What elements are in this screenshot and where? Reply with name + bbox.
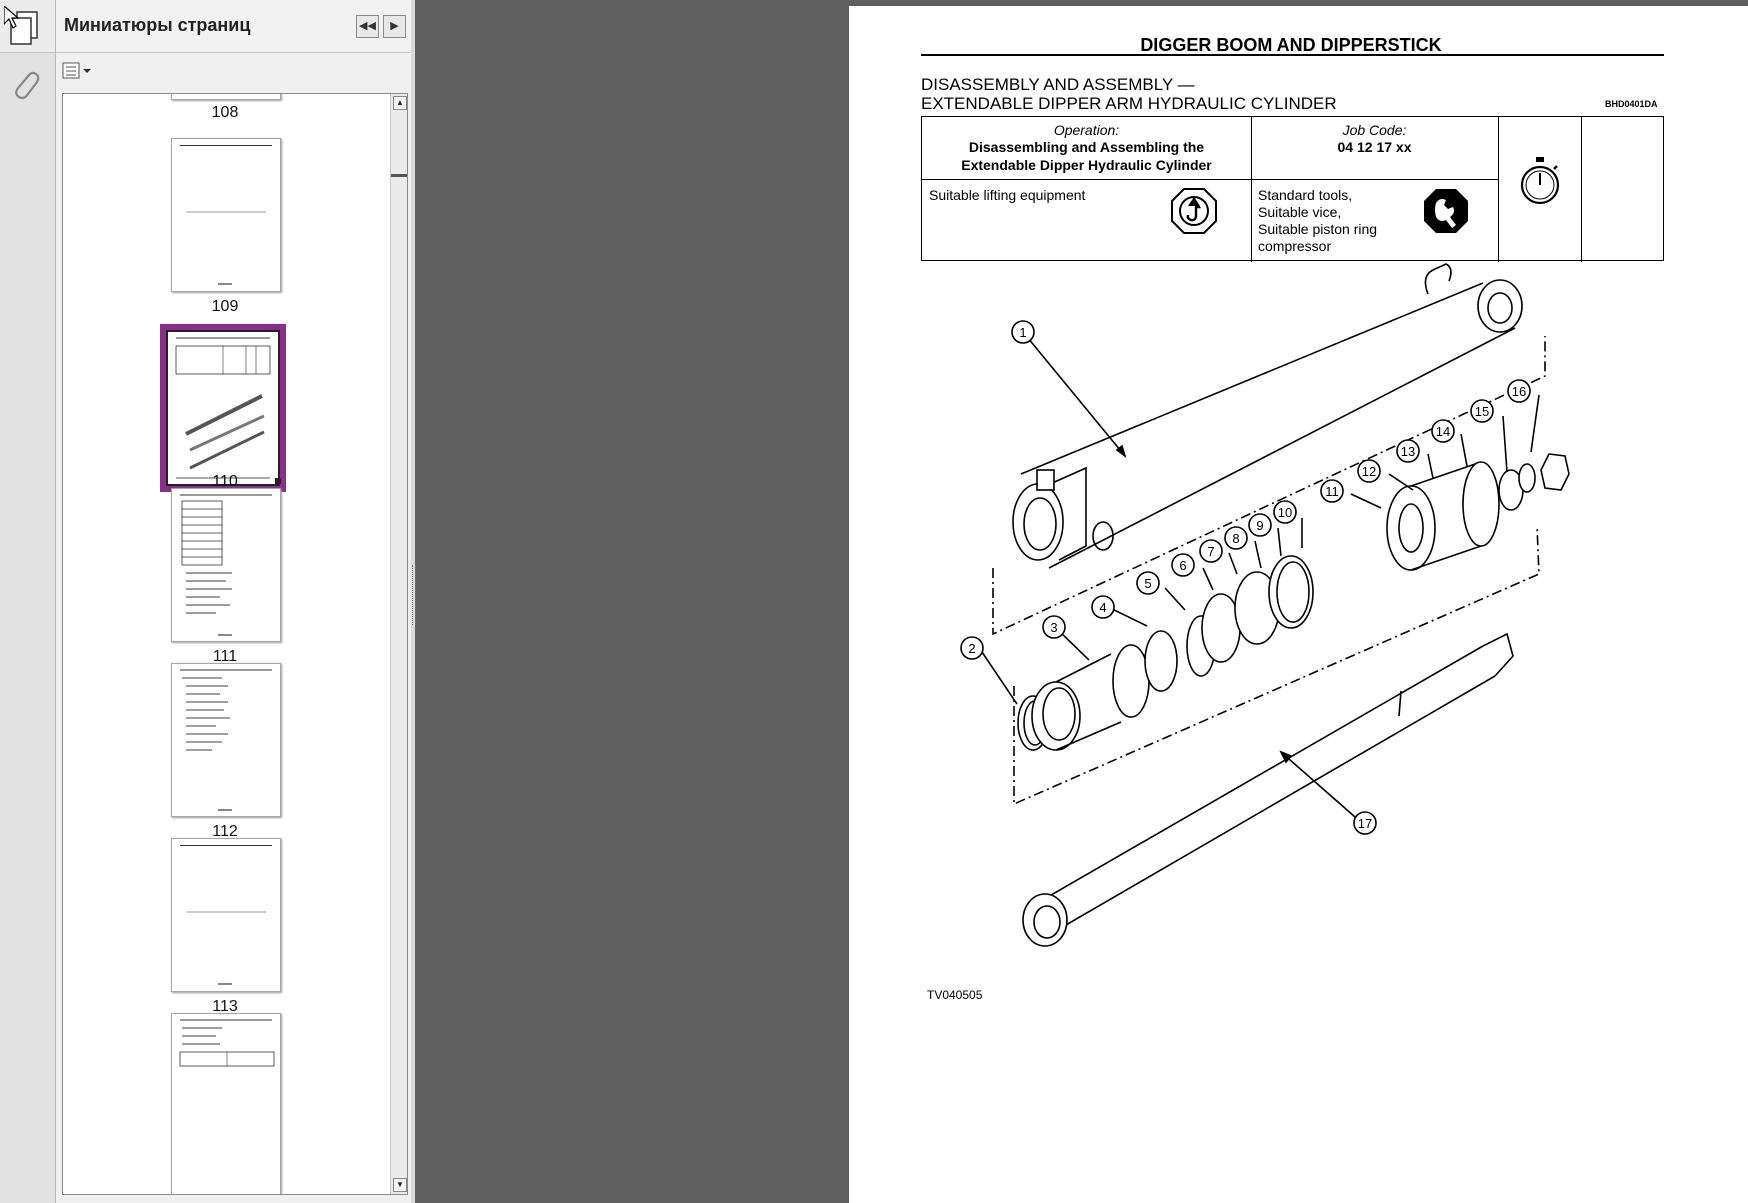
page-number-label: 111 <box>212 648 238 665</box>
scroll-thumb[interactable] <box>391 174 407 177</box>
callout: 13 <box>1396 439 1420 463</box>
callout: 3 <box>1042 615 1066 639</box>
callout: 9 <box>1248 513 1272 537</box>
panel-splitter[interactable] <box>411 0 416 1203</box>
thumbnail-page[interactable] <box>171 488 281 642</box>
attachment-icon[interactable] <box>10 68 40 102</box>
callout: 16 <box>1507 379 1531 403</box>
callout-label: 12 <box>1362 464 1376 479</box>
operation-table: Operation: Disassembling and Assembling … <box>921 116 1664 262</box>
callout-label: 4 <box>1099 600 1106 615</box>
thumbnail-page-current <box>166 330 280 486</box>
page-number-label: 108 <box>211 104 239 121</box>
wrench-icon <box>1424 189 1468 233</box>
operation-line-2: Extendable Dipper Hydraulic Cylinder <box>961 157 1212 173</box>
callout: 12 <box>1357 459 1381 483</box>
callout-label: 17 <box>1358 816 1372 831</box>
exploded-cylinder-diagram: 1 2 3 4 5 6 7 8 9 10 11 12 13 14 15 16 1… <box>960 263 1570 947</box>
document-page: DIGGER BOOM AND DIPPERSTICK DISASSEMBLY … <box>849 6 1748 1203</box>
callout: 14 <box>1431 419 1455 443</box>
job-code-label: Job Code: <box>1342 122 1407 138</box>
scroll-down-arrow[interactable]: ▼ <box>393 1178 407 1192</box>
callout: 8 <box>1224 526 1248 550</box>
operation-line-1: Disassembling and Assembling the <box>968 139 1205 155</box>
callout-label: 6 <box>1179 558 1186 573</box>
callout-label: 14 <box>1436 424 1450 439</box>
thumbnail-page[interactable] <box>171 663 281 817</box>
callout: 17 <box>1353 811 1377 835</box>
operation-label: Operation: <box>1053 122 1120 138</box>
lifting-hook-icon <box>1171 188 1217 234</box>
callout: 10 <box>1273 500 1297 524</box>
thumbnail-options-button[interactable] <box>62 61 94 81</box>
callout-label: 13 <box>1401 444 1415 459</box>
tools-line: Standard tools, <box>1258 187 1353 203</box>
callout-label: 1 <box>1019 325 1026 340</box>
callout-label: 7 <box>1207 544 1214 559</box>
lifting-equipment-text: Suitable lifting equipment <box>929 187 1086 203</box>
callout: 11 <box>1320 479 1344 503</box>
next-button[interactable]: ▶ <box>383 15 406 38</box>
figure-reference: TV040505 <box>927 988 983 1002</box>
callout: 4 <box>1091 595 1115 619</box>
pages-icon <box>4 6 38 45</box>
callout-label: 3 <box>1050 620 1057 635</box>
vertical-scrollbar[interactable]: ▲ ▼ <box>390 94 407 1194</box>
thumbnail-page[interactable] <box>171 94 281 100</box>
panel-toolbar <box>56 53 411 91</box>
callout: 15 <box>1470 399 1494 423</box>
tools-line: Suitable vice, <box>1258 204 1342 220</box>
callout-label: 11 <box>1325 484 1339 499</box>
callout: 5 <box>1136 571 1160 595</box>
thumbnails-list[interactable]: 108 109 <box>62 93 408 1195</box>
callout: 7 <box>1199 539 1223 563</box>
callout-label: 2 <box>968 641 975 656</box>
rail-pages-button[interactable] <box>0 0 55 53</box>
callout: 6 <box>1171 553 1195 577</box>
callout: 1 <box>1011 320 1035 344</box>
job-code-value: 04 12 17 xx <box>1337 139 1412 155</box>
callout: 2 <box>960 636 984 660</box>
page-number-label: 113 <box>212 998 238 1015</box>
thumbnail-selection-frame[interactable] <box>160 324 286 492</box>
page-heading: DIGGER BOOM AND DIPPERSTICK <box>1140 35 1442 55</box>
callout-label: 10 <box>1278 505 1292 520</box>
stopwatch-icon <box>1520 157 1560 205</box>
scroll-up-arrow[interactable]: ▲ <box>393 96 407 110</box>
thumbnail-page[interactable] <box>171 138 281 292</box>
document-code: BHD0401DA <box>1605 99 1658 109</box>
callout-label: 8 <box>1232 531 1239 546</box>
panel-header: Миниатюры страниц ◀◀ ▶ <box>56 0 411 53</box>
thumbnail-page[interactable] <box>171 1013 281 1194</box>
thumbnails-panel: Миниатюры страниц ◀◀ ▶ 108 109 <box>56 0 412 1203</box>
panel-title: Миниатюры страниц <box>64 15 251 35</box>
callout-label: 5 <box>1144 576 1151 591</box>
page-number-label: 112 <box>212 823 238 840</box>
callout-label: 9 <box>1256 518 1263 533</box>
subtitle-line-2: EXTENDABLE DIPPER ARM HYDRAULIC CYLINDER <box>921 94 1337 113</box>
tools-list: Standard tools, Suitable vice, Suitable … <box>1258 187 1377 255</box>
page-number-label: 110 <box>212 473 238 490</box>
callout-label: 16 <box>1512 384 1526 399</box>
thumbnail-options-icon <box>62 62 91 79</box>
navigation-rail <box>0 0 56 1203</box>
subtitle-line-1: DISASSEMBLY AND ASSEMBLY — <box>921 75 1195 94</box>
tools-line: compressor <box>1258 238 1332 254</box>
tools-line: Suitable piston ring <box>1258 221 1378 237</box>
page-number-label: 109 <box>211 298 239 315</box>
heading-rule <box>921 54 1664 56</box>
collapse-panel-button[interactable]: ◀◀ <box>356 15 379 38</box>
thumbnail-page[interactable] <box>171 838 281 992</box>
callout-label: 15 <box>1475 404 1489 419</box>
